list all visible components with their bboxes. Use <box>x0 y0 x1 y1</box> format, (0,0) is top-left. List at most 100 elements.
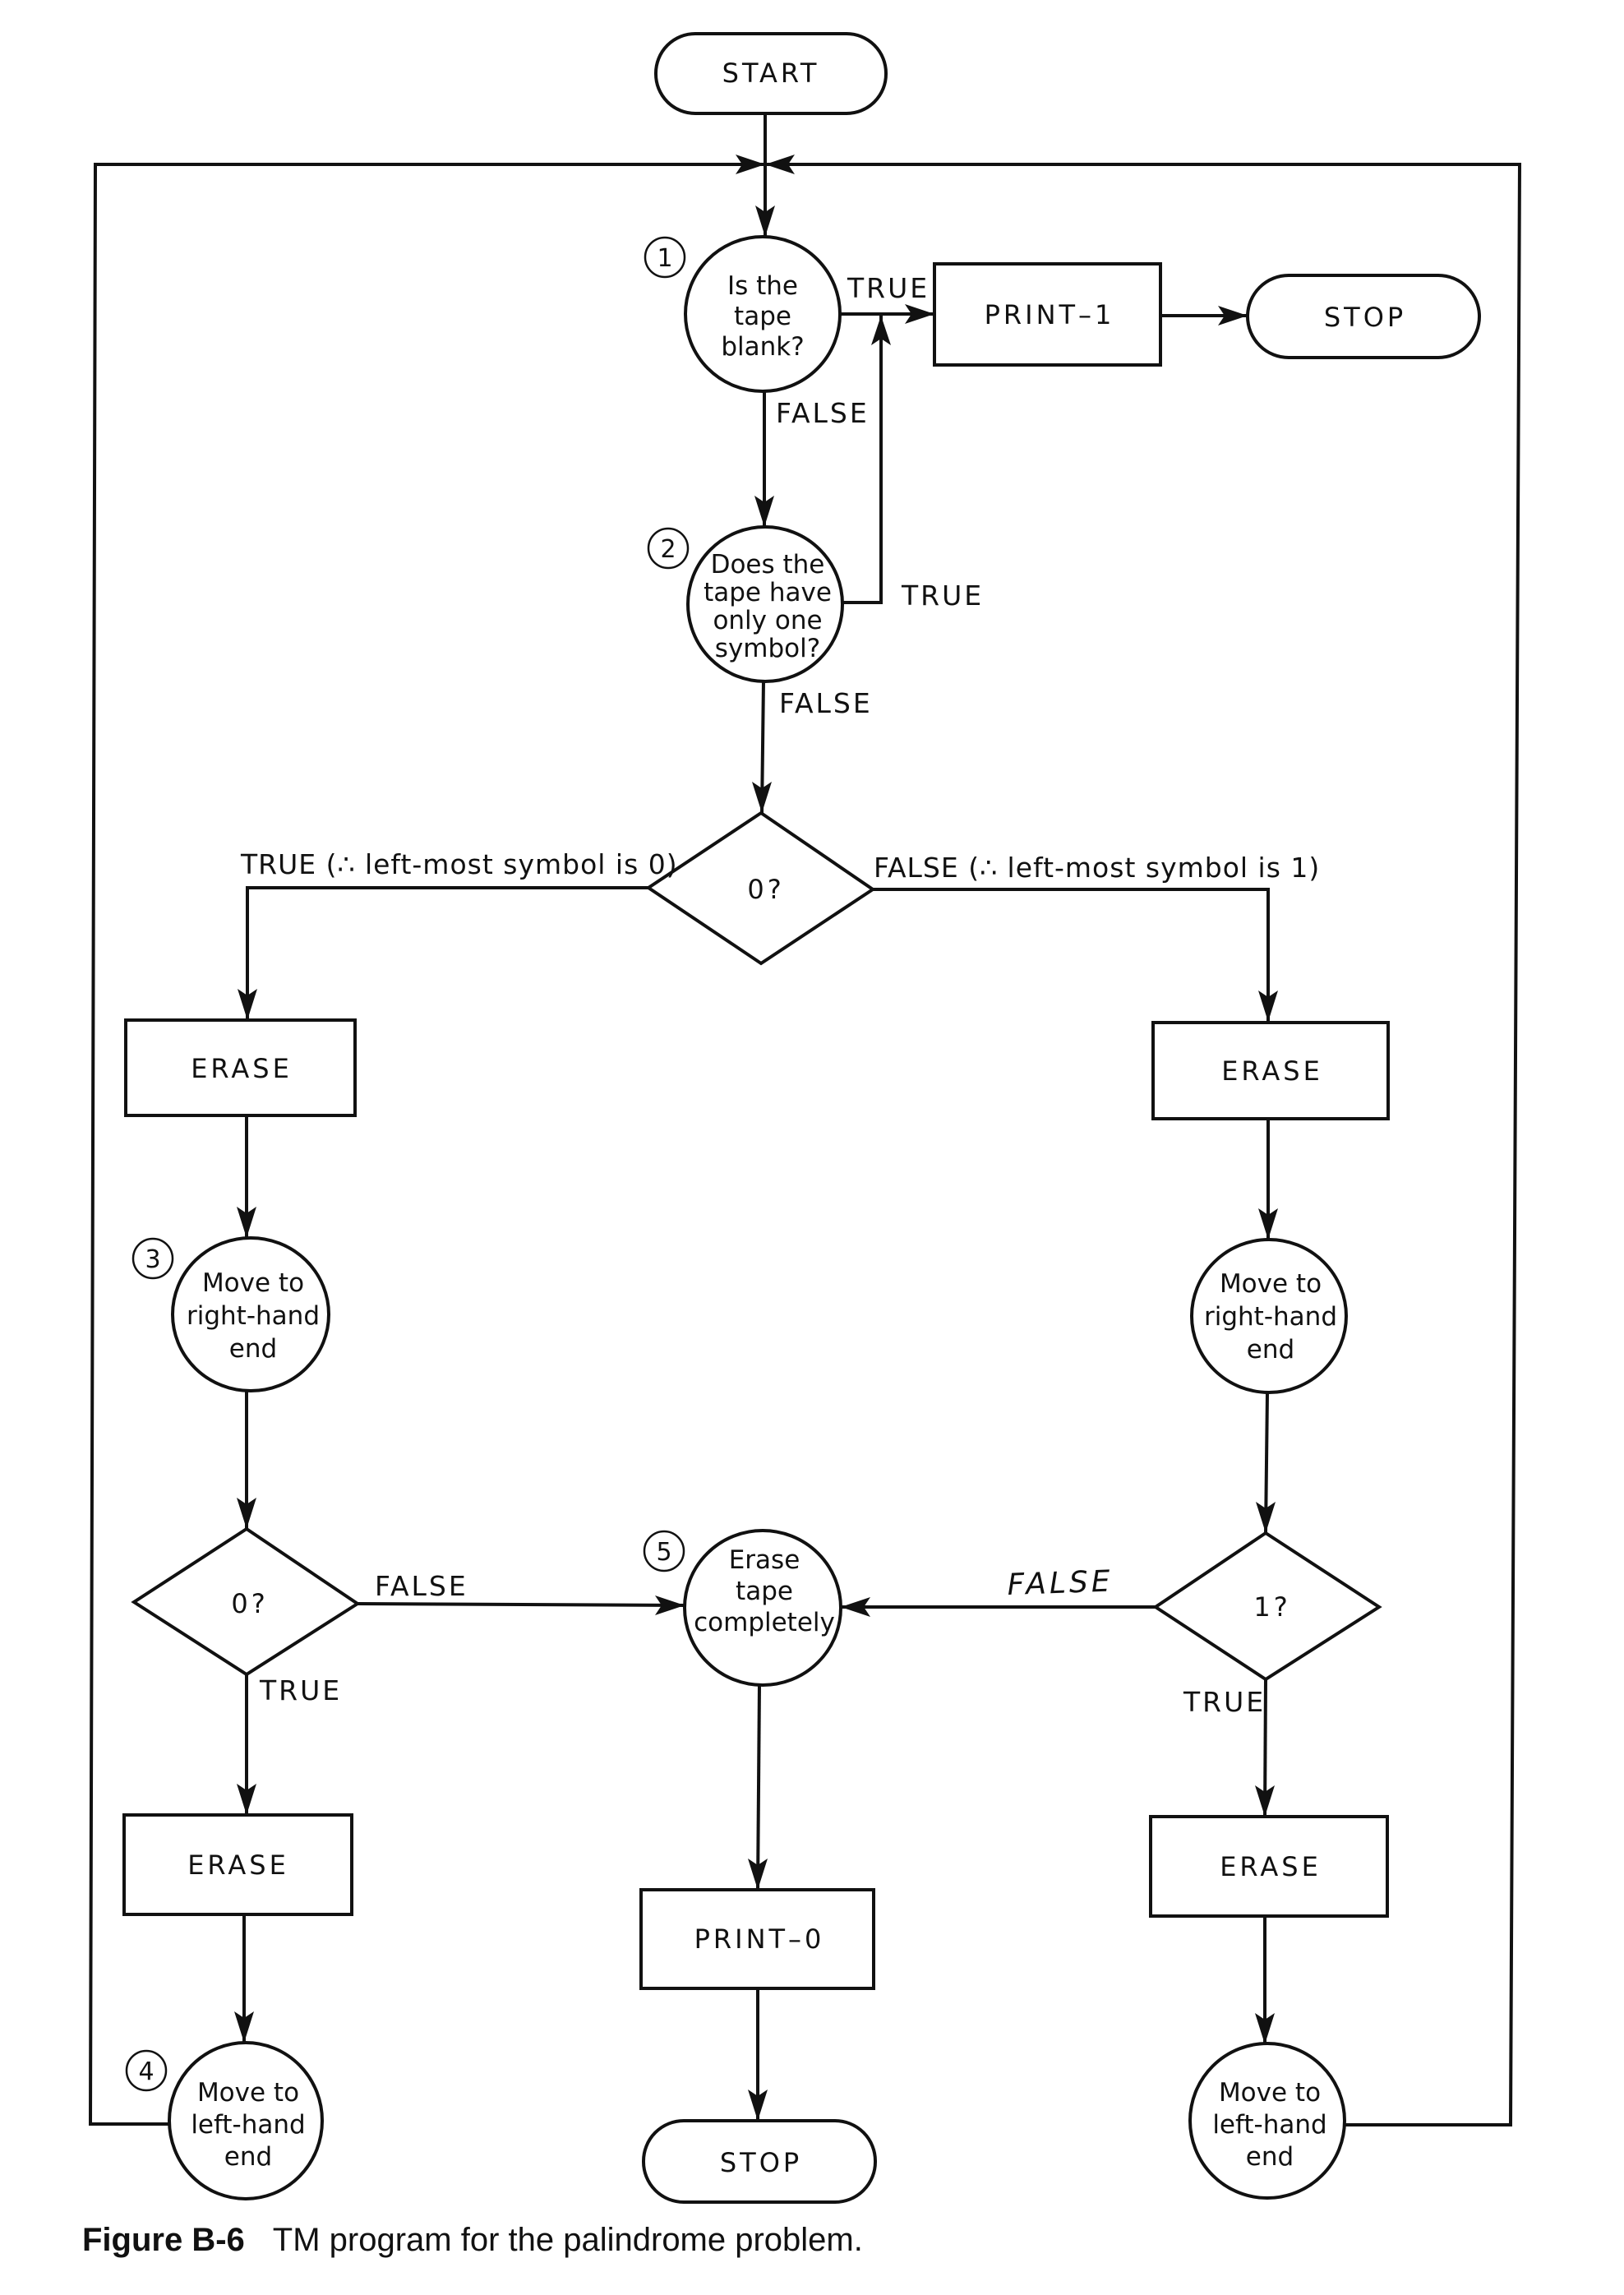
decision-label: 0? <box>747 874 784 905</box>
edge-label-zero-false: FALSE (∴ left-most symbol is 1) <box>874 852 1320 884</box>
edge-zero-false <box>873 888 1270 1022</box>
move-left-hand-left: Move to left-hand end 4 <box>125 2041 324 2200</box>
node-text-line: blank? <box>721 332 804 362</box>
step-badge-number: 1 <box>657 244 672 273</box>
edge-left-zero-false <box>357 1602 685 1607</box>
node-text-line: tape <box>736 1577 793 1606</box>
move-left-hand-right: Move to left-hand end <box>1188 2042 1346 2200</box>
edge-erase-tape-print0 <box>756 1684 761 1891</box>
edge-label-q1-true: TRUE <box>847 272 930 304</box>
node-text-line: Move to <box>1220 1269 1322 1299</box>
step-badge <box>131 1237 174 1280</box>
node-text-line: symbol? <box>715 634 820 663</box>
step-badge <box>647 527 690 570</box>
decision-tape-blank: Is the tape blank? 1 <box>644 235 842 393</box>
arrow-icon <box>1258 990 1278 1022</box>
move-right-hand-right: Move to right-hand end <box>1190 1238 1348 1394</box>
edge-label-q2-false: FALSE <box>779 687 873 719</box>
erase-label: ERASE <box>191 1053 293 1084</box>
node-text-line: Move to <box>202 1268 304 1298</box>
node-text-line: right-hand <box>187 1301 320 1331</box>
node-text-line: Does the <box>711 550 825 580</box>
stop-terminal-top: STOP <box>1246 274 1481 359</box>
edge-label-right-one-false-handwritten: FALSE <box>1007 1565 1114 1602</box>
arrow-icon <box>237 1784 256 1815</box>
erase-label: ERASE <box>187 1849 289 1881</box>
edge-loop-left <box>88 163 765 2126</box>
step-badge-number: 2 <box>660 535 676 564</box>
arrow-icon <box>1256 1502 1276 1533</box>
erase-box-left-1: ERASE <box>124 1018 357 1117</box>
start-label: START <box>722 58 820 89</box>
node-text-line: left-hand <box>1212 2110 1326 2140</box>
print-0-box: PRINT–0 <box>639 1888 875 1990</box>
decision-label: 0? <box>231 1588 268 1619</box>
node-text-line: end <box>1247 1335 1294 1365</box>
step-badge <box>644 236 686 279</box>
node-text-line: completely <box>694 1608 835 1637</box>
print-1-box: PRINT–1 <box>933 262 1162 367</box>
edge-label-left-zero-false: FALSE <box>375 1570 468 1602</box>
node-text-line: Move to <box>1219 2078 1321 2108</box>
erase-box-right-1: ERASE <box>1151 1021 1390 1120</box>
arrow-icon <box>1255 1785 1275 1817</box>
stop-label: STOP <box>720 2147 802 2178</box>
figure-caption: Figure B-6 TM program for the palindrome… <box>82 2222 863 2258</box>
print-1-label: PRINT–1 <box>985 299 1115 330</box>
node-text-line: Is the <box>727 271 798 301</box>
arrow-icon <box>765 155 795 174</box>
edge-zero-true <box>246 886 648 1020</box>
figure-caption-text: TM program for the palindrome problem. <box>273 2222 863 2258</box>
edge-label-q1-false: FALSE <box>776 397 870 429</box>
edge-q2-true <box>842 314 883 604</box>
node-text-line: end <box>1246 2142 1294 2172</box>
arrow-icon <box>1255 2013 1275 2044</box>
step-badge-number: 5 <box>656 1538 671 1567</box>
node-text-line: Erase <box>729 1545 800 1575</box>
arrow-icon <box>841 1597 870 1617</box>
erase-label: ERASE <box>1220 1851 1322 1882</box>
arrow-icon <box>1218 306 1248 326</box>
edge-label-q2-true: TRUE <box>901 580 984 612</box>
arrow-icon <box>237 1207 256 1238</box>
node-text-line: tape <box>734 302 791 331</box>
stop-label: STOP <box>1324 302 1406 333</box>
edge-loop-right <box>765 163 1522 2126</box>
arrow-icon <box>748 2090 768 2121</box>
arrow-icon <box>238 989 257 1020</box>
step-badge-number: 4 <box>138 2057 154 2086</box>
arrow-icon <box>754 496 774 527</box>
erase-box-left-2: ERASE <box>122 1813 353 1916</box>
arrow-icon <box>905 304 934 324</box>
node-text-line: Move to <box>197 2078 299 2108</box>
arrow-icon <box>748 1859 768 1890</box>
erase-box-right-2: ERASE <box>1149 1815 1389 1918</box>
stop-terminal-bottom: STOP <box>642 2119 877 2204</box>
step-badge <box>643 1530 685 1572</box>
node-text-line: right-hand <box>1204 1302 1337 1332</box>
decision-label: 1? <box>1253 1591 1290 1623</box>
node-text-line: tape have <box>704 578 832 607</box>
step-badge <box>125 2049 168 2092</box>
decision-left-zero: 0? <box>131 1526 361 1677</box>
edge-label-right-one-true: TRUE <box>1183 1686 1266 1718</box>
arrow-icon <box>871 316 891 345</box>
arrow-icon <box>234 2011 254 2043</box>
erase-label: ERASE <box>1221 1055 1323 1087</box>
arrow-icon <box>736 155 765 174</box>
node-text-line: only one <box>713 606 822 635</box>
arrowheads <box>234 155 1278 2121</box>
decision-one-symbol: Does the tape have only one symbol? 2 <box>647 525 844 683</box>
edge-label-left-zero-true: TRUE <box>259 1674 342 1706</box>
node-text-line: left-hand <box>191 2110 305 2140</box>
figure-caption-label: Figure B-6 <box>82 2222 245 2258</box>
arrow-icon <box>1258 1208 1278 1240</box>
step-badge-number: 3 <box>145 1245 160 1274</box>
arrow-icon <box>755 205 775 237</box>
print-0-label: PRINT–0 <box>694 1923 825 1955</box>
erase-tape-completely: Erase tape completely 5 <box>643 1529 842 1687</box>
decision-right-one: 1? <box>1152 1531 1382 1682</box>
arrow-icon <box>752 782 772 813</box>
arrow-icon <box>237 1498 256 1529</box>
